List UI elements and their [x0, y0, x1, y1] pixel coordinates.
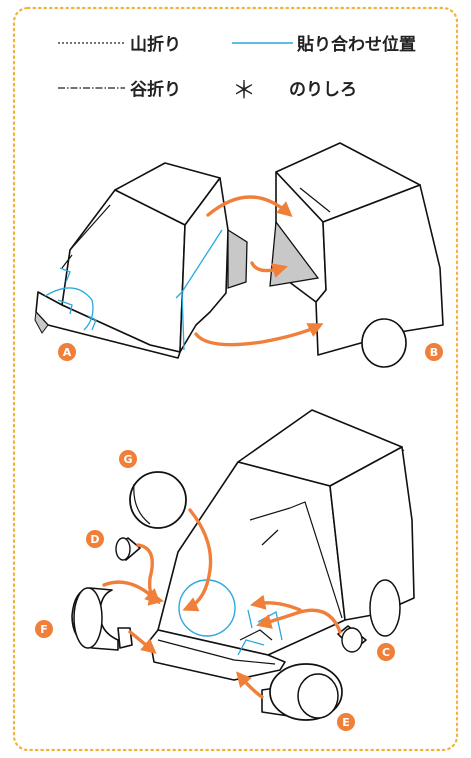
badge-f: F: [35, 620, 53, 638]
piece-a: [35, 163, 247, 358]
badge-e: E: [337, 713, 355, 731]
svg-text:B: B: [430, 346, 438, 359]
svg-text:C: C: [382, 646, 390, 659]
badge-g: G: [119, 450, 137, 468]
valley-fold-label: 谷折り: [130, 79, 181, 100]
badge-b: B: [425, 343, 443, 361]
glue-tab-a: [228, 230, 247, 288]
glue-tab-label: のりしろ: [289, 80, 357, 100]
piece-c-headlight: [338, 626, 366, 652]
svg-text:A: A: [63, 346, 72, 359]
assembled-car: [150, 410, 414, 680]
mountain-fold-label: 山折り: [130, 34, 181, 55]
piece-g-disc: [130, 472, 186, 528]
svg-text:G: G: [123, 453, 132, 466]
piece-e-wheel: [262, 664, 342, 720]
svg-text:E: E: [342, 716, 350, 729]
paste-position-label: 貼り合わせ位置: [296, 34, 416, 55]
piece-f-fender: [72, 588, 132, 650]
piece-d-headlight: [116, 538, 140, 560]
wheel-b: [362, 319, 406, 367]
arrow-e: [240, 676, 262, 697]
badge-d: D: [86, 530, 104, 548]
badge-c: C: [377, 643, 395, 661]
glue-tab-symbol: ＊: [232, 76, 256, 104]
svg-text:F: F: [40, 623, 48, 636]
arrow-f-lower: [130, 632, 152, 650]
svg-text:D: D: [90, 533, 99, 546]
badge-a: A: [58, 343, 76, 361]
rear-wheel: [370, 580, 400, 636]
arrow-bottom: [196, 326, 318, 345]
